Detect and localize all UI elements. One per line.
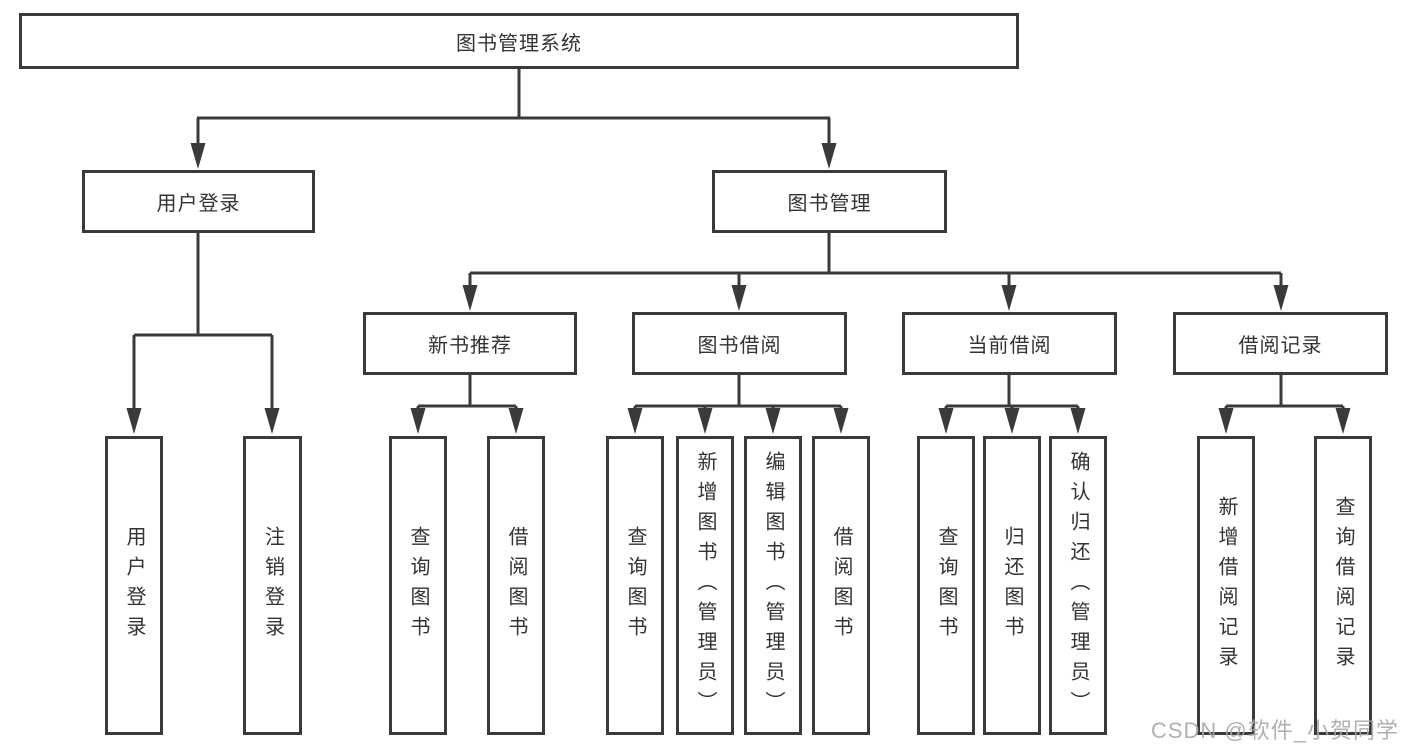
arrowhead [410, 408, 426, 434]
node-root: 图书管理系统 [19, 13, 1019, 69]
arrowhead [765, 408, 781, 434]
node-label: 新增借阅记录 [1215, 495, 1237, 676]
edge-path [468, 233, 1283, 292]
arrowhead [264, 408, 280, 434]
edge-path [944, 375, 1080, 412]
leaf-edit-books-admin: 编辑图书（管理员） [744, 436, 802, 735]
node-current-borrow: 当前借阅 [902, 312, 1117, 375]
leaf-add-borrow-record: 新增借阅记录 [1197, 436, 1255, 735]
arrowhead [627, 408, 643, 434]
leaf-add-books-admin: 新增图书（管理员） [676, 436, 734, 735]
arrowhead [1070, 408, 1086, 434]
node-label: 当前借阅 [967, 335, 1052, 357]
node-label: 借阅图书 [830, 525, 852, 646]
edge-path [132, 233, 274, 417]
edges-new-book-recommend-branch [410, 375, 524, 434]
node-new-book-recommend: 新书推荐 [363, 312, 577, 375]
node-label: 图书借阅 [697, 335, 782, 357]
arrowhead [1218, 408, 1234, 434]
arrowhead [1273, 285, 1289, 311]
edge-path [196, 69, 831, 150]
arrowhead [508, 408, 524, 434]
edge-path [416, 375, 518, 412]
arrowhead [1001, 285, 1017, 311]
arrowhead [697, 408, 713, 434]
node-label: 查询图书 [624, 525, 646, 646]
edges-book-management-branch [462, 233, 1289, 311]
node-label: 编辑图书（管理员） [762, 450, 784, 721]
node-book-borrow: 图书借阅 [632, 312, 847, 375]
node-label: 用户登录 [123, 525, 145, 646]
arrowhead [731, 285, 747, 311]
node-label: 新书推荐 [428, 335, 512, 357]
node-label: 新增图书（管理员） [694, 450, 716, 721]
node-label: 确认归还（管理员） [1067, 450, 1089, 721]
leaf-borrow-books-recommend: 借阅图书 [487, 436, 545, 735]
node-label: 借阅图书 [505, 525, 527, 646]
arrowhead [190, 143, 206, 169]
node-borrow-records: 借阅记录 [1173, 312, 1388, 375]
leaf-query-books-recommend: 查询图书 [389, 436, 447, 735]
leaf-borrow-books-borrow: 借阅图书 [812, 436, 870, 735]
arrowhead [462, 285, 478, 311]
node-label: 查询图书 [935, 525, 957, 646]
arrowhead [1004, 408, 1020, 434]
leaf-return-books: 归还图书 [983, 436, 1041, 735]
edge-path [633, 375, 843, 412]
leaf-query-books-borrow: 查询图书 [606, 436, 664, 735]
edges-user-login-branch [126, 233, 280, 434]
edges-book-borrow-branch [627, 375, 849, 434]
leaf-logout-login: 注销登录 [243, 436, 302, 735]
edges-current-borrow-branch [938, 375, 1086, 434]
node-label: 查询图书 [407, 525, 429, 646]
arrowhead [1335, 408, 1351, 434]
leaf-query-borrow-record: 查询借阅记录 [1314, 436, 1372, 735]
arrowhead [126, 408, 142, 434]
arrowhead [938, 408, 954, 434]
node-label: 图书管理系统 [456, 32, 582, 55]
node-label: 查询借阅记录 [1332, 495, 1354, 676]
node-label: 归还图书 [1001, 525, 1023, 646]
node-label: 注销登录 [261, 525, 284, 646]
edge-path [1224, 375, 1345, 412]
node-book-management: 图书管理 [712, 170, 947, 233]
node-user-login: 用户登录 [82, 170, 315, 233]
node-label: 图书管理 [787, 193, 872, 215]
arrowhead [821, 143, 837, 169]
node-label: 借阅记录 [1238, 335, 1323, 357]
node-label: 用户登录 [156, 193, 241, 215]
leaf-query-books-current: 查询图书 [917, 436, 975, 735]
edges-root-to-level2 [190, 69, 837, 169]
edges-borrow-records-branch [1218, 375, 1351, 434]
leaf-confirm-return-admin: 确认归还（管理员） [1049, 436, 1107, 735]
leaf-user-login: 用户登录 [105, 436, 163, 735]
arrowhead [833, 408, 849, 434]
